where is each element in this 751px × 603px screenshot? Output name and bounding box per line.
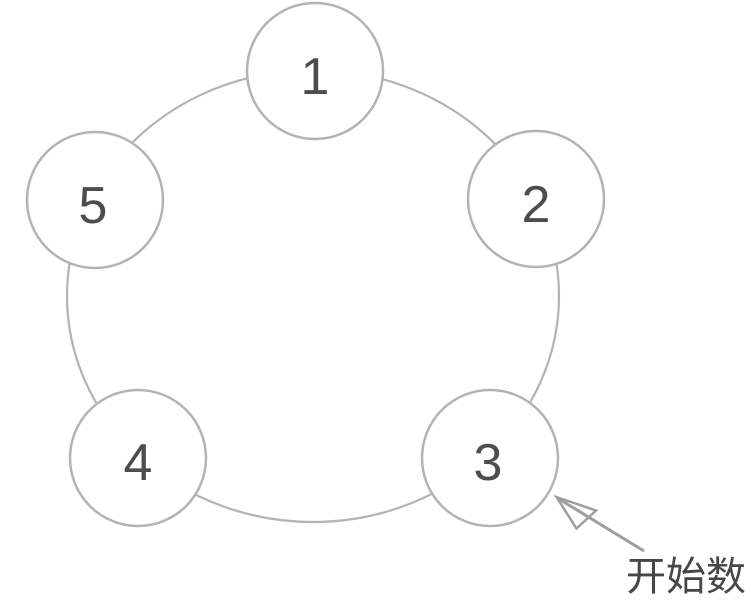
node-3: 3 xyxy=(420,388,560,528)
node-5-circle xyxy=(25,130,165,270)
node-5-label: 5 xyxy=(79,177,108,235)
node-2-circle xyxy=(466,129,606,269)
node-3-circle xyxy=(420,388,560,528)
node-4: 4 xyxy=(68,388,208,528)
annotation-label: 开始数 xyxy=(626,555,746,599)
node-2-label: 2 xyxy=(522,176,551,234)
node-4-label: 4 xyxy=(124,434,153,492)
annotation-arrow xyxy=(553,494,645,553)
arrow-head-icon xyxy=(553,494,599,531)
node-2: 2 xyxy=(466,129,606,269)
node-4-circle xyxy=(68,388,208,528)
node-1-label: 1 xyxy=(301,48,330,106)
node-1: 1 xyxy=(245,1,385,141)
node-3-label: 3 xyxy=(474,434,503,492)
node-1-circle xyxy=(245,1,385,141)
arrow-shaft xyxy=(558,497,645,553)
node-5: 5 xyxy=(25,130,165,270)
